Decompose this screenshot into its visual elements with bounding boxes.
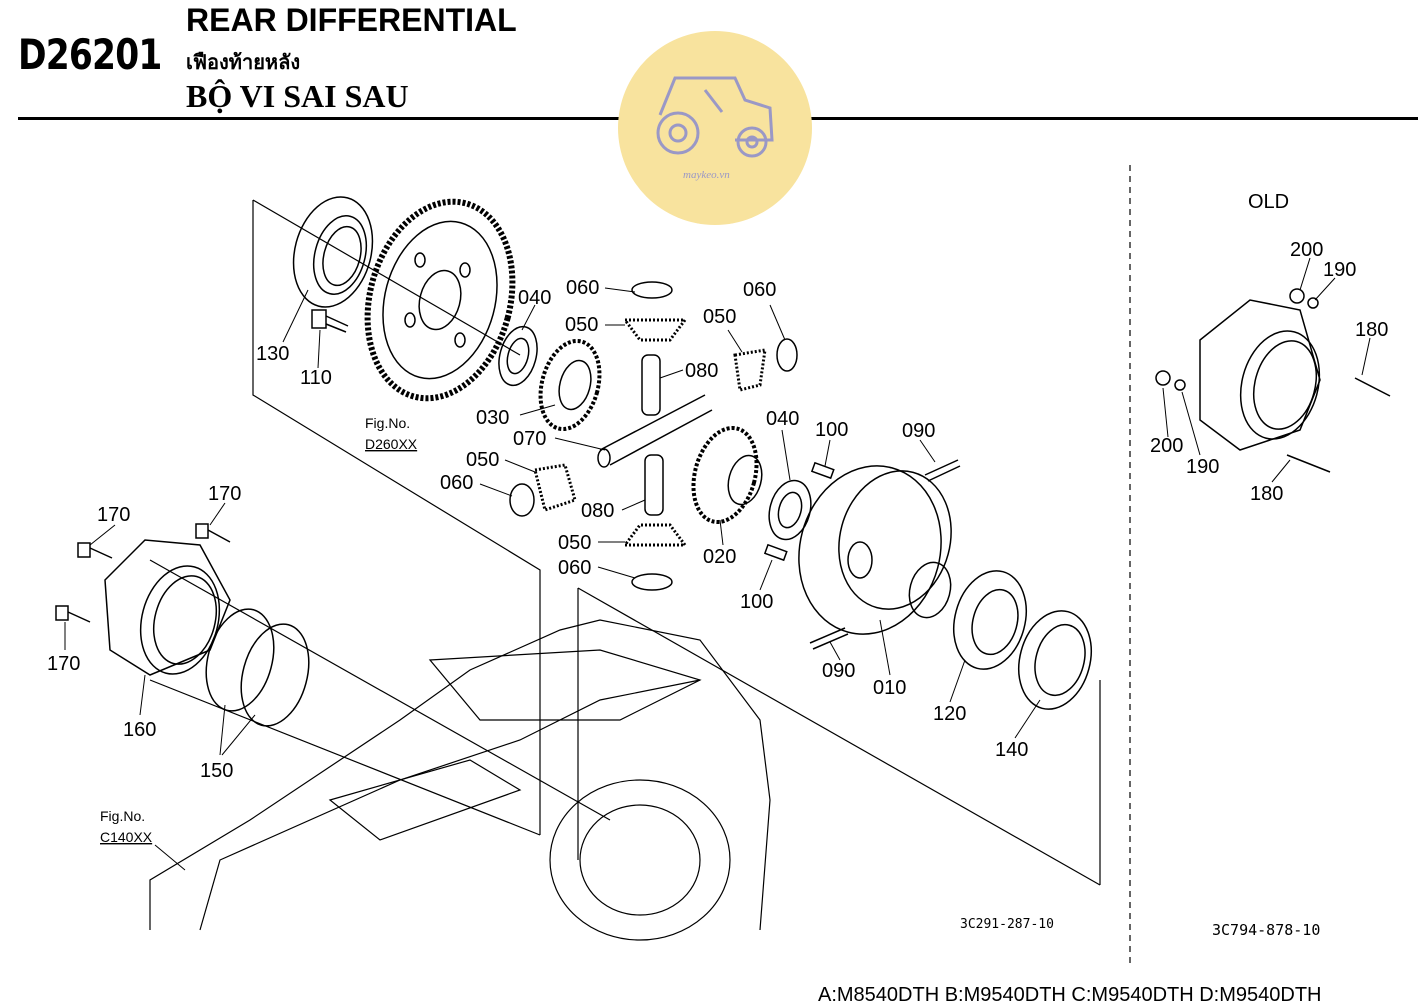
ring-gear	[364, 198, 516, 402]
label-150: 150	[200, 760, 233, 782]
label-030: 030	[476, 407, 509, 429]
bolt-110	[311, 309, 349, 333]
label-010: 010	[873, 677, 906, 699]
label-190-b: 190	[1186, 456, 1219, 478]
pinion-gears-050	[533, 318, 767, 547]
label-060-b: 060	[743, 279, 776, 301]
label-130: 130	[256, 343, 289, 365]
part-labels: 130 110 040 060 050 080 050 060 030 070 …	[47, 191, 1388, 939]
watermark-text: maykeo.vn	[683, 169, 730, 181]
side-gear-030	[538, 338, 602, 432]
leader-lines	[64, 257, 1371, 871]
label-100-b: 100	[740, 591, 773, 613]
label-060-d: 060	[558, 557, 591, 579]
cover-160	[104, 539, 231, 676]
bearing-140	[1018, 610, 1092, 710]
label-160: 160	[123, 719, 156, 741]
bolts-170	[55, 523, 231, 623]
diff-case-010	[798, 465, 952, 635]
label-070: 070	[513, 428, 546, 450]
label-120: 120	[933, 703, 966, 725]
label-060-c: 060	[440, 472, 473, 494]
old-carrier-housing	[1199, 299, 1321, 451]
label-050-a: 050	[565, 314, 598, 336]
fig-ref-code-1: D260XX	[365, 436, 418, 452]
side-gear-020	[691, 425, 763, 525]
label-200-b: 200	[1150, 435, 1183, 457]
main-drawing-ref: 3C291-287-10	[960, 917, 1054, 932]
label-180-b: 180	[1250, 483, 1283, 505]
label-170-a: 170	[97, 504, 130, 526]
model-list: A:M8540DTH B:M9540DTH C:M9540DTH D:M9540…	[818, 984, 1322, 1006]
washer-040-bottom	[768, 479, 812, 541]
title-english: REAR DIFFERENTIAL	[186, 2, 517, 38]
old-panel-title: OLD	[1248, 191, 1289, 213]
washers-060	[509, 281, 798, 591]
label-090-b: 090	[822, 660, 855, 682]
label-050-c: 050	[466, 449, 499, 471]
watermark-logo: maykeo.vn	[618, 31, 812, 225]
shafts	[597, 354, 713, 516]
label-100-a: 100	[815, 419, 848, 441]
label-180-a: 180	[1355, 319, 1388, 341]
pins	[763, 459, 961, 650]
label-110: 110	[300, 367, 332, 389]
label-170-b: 170	[208, 483, 241, 505]
label-140: 140	[995, 739, 1028, 761]
label-170-c: 170	[47, 653, 80, 675]
label-040-top: 040	[518, 287, 551, 309]
transmission-housing	[149, 619, 771, 941]
label-080-a: 080	[685, 360, 718, 382]
label-050-d: 050	[558, 532, 591, 554]
fig-ref-label-2: Fig.No.	[100, 808, 145, 824]
orings-150	[205, 608, 310, 727]
projection-lines	[149, 165, 1131, 965]
title-thai: เฟืองท้ายหลัง	[186, 50, 301, 74]
washer-040-top	[498, 325, 538, 387]
label-080-b: 080	[581, 500, 614, 522]
title-vietnamese: BỘ VI SAI SAU	[186, 78, 409, 114]
label-190-a: 190	[1323, 259, 1356, 281]
old-fasteners	[1155, 288, 1391, 473]
label-200-a: 200	[1290, 239, 1323, 261]
label-040-bottom: 040	[766, 408, 799, 430]
fig-ref-code-2: C140XX	[100, 829, 153, 845]
diagram-code: D26201	[18, 30, 162, 79]
fig-ref-label-1: Fig.No.	[365, 415, 410, 431]
old-drawing-ref: 3C794-878-10	[1212, 921, 1320, 939]
bearing-130	[292, 196, 374, 308]
label-060-a: 060	[566, 277, 599, 299]
label-050-b: 050	[703, 306, 736, 328]
label-020: 020	[703, 546, 736, 568]
label-090-a: 090	[902, 420, 935, 442]
bearing-120	[953, 570, 1027, 670]
